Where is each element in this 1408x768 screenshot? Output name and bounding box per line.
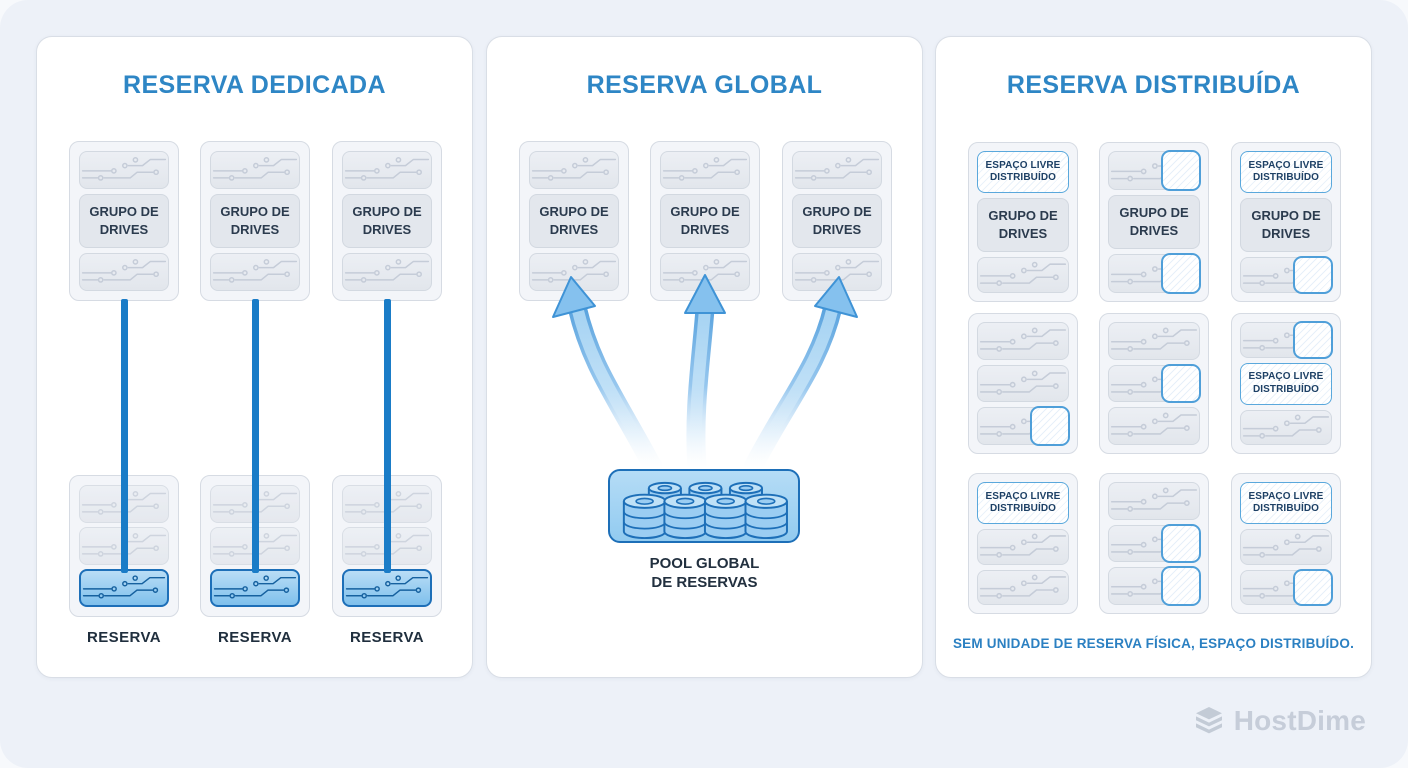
pool-icon <box>608 469 800 543</box>
reserve-drive-icon <box>342 569 432 607</box>
drive-icon <box>1108 482 1200 520</box>
distributed-group-card <box>1099 313 1209 454</box>
free-space-chunk <box>1293 256 1333 294</box>
drive-with-free-space-icon <box>1240 568 1333 606</box>
hostdime-logo: HostDime <box>1193 705 1366 737</box>
drive-with-free-space-icon <box>1108 150 1201 191</box>
free-space-chunk <box>1161 150 1201 191</box>
reserve-drive-icon <box>210 569 300 607</box>
drive-with-free-space-icon <box>1240 256 1333 294</box>
drive-icon <box>79 151 169 189</box>
free-space-chunk <box>1161 523 1201 564</box>
free-space-chunk <box>1161 566 1201 607</box>
distributed-footnote: SEM UNIDADE DE RESERVA FÍSICA, ESPAÇO DI… <box>952 636 1355 651</box>
reserve-caption: RESERVA <box>350 629 424 646</box>
free-space-chunk <box>1293 321 1333 359</box>
drive-with-free-space-icon <box>1108 523 1201 564</box>
drive-icon <box>529 151 619 189</box>
drive-icon <box>342 151 432 189</box>
free-space-chunk <box>1030 406 1070 447</box>
drive-icon <box>977 322 1069 360</box>
free-space-chunk <box>1161 253 1201 294</box>
drive-icon <box>977 529 1069 565</box>
drive-with-free-space-icon <box>1108 566 1201 607</box>
arrow-up-icons <box>552 274 858 471</box>
drive-icon <box>210 253 300 291</box>
dedicated-link-line <box>121 299 128 573</box>
drive-icon <box>792 151 882 189</box>
arrow-left <box>552 276 663 471</box>
panel-title-distribuida: RESERVA DISTRIBUÍDA <box>1006 71 1301 99</box>
distributed-group-card <box>968 313 1078 454</box>
drive-icon <box>1240 409 1332 445</box>
panel-title-global: RESERVA GLOBAL <box>586 71 823 99</box>
arrow-middle <box>684 274 726 471</box>
drive-icon <box>342 253 432 291</box>
panel-title-dedicada: RESERVA DEDICADA <box>123 71 386 99</box>
drive-with-free-space-icon <box>1108 363 1201 404</box>
disk-stack-icons <box>622 481 788 539</box>
free-space-chunk <box>1293 568 1333 606</box>
drive-icon <box>977 257 1069 293</box>
hostdime-logo-icon <box>1195 707 1222 734</box>
drive-icon <box>977 569 1069 605</box>
reserve-drive-icon <box>79 569 169 607</box>
arrow-right <box>743 276 858 471</box>
drive-with-free-space-icon <box>1108 253 1201 294</box>
dedicated-link-line <box>252 299 259 573</box>
drive-icon <box>977 364 1069 403</box>
reserve-caption: RESERVA <box>87 629 161 646</box>
drive-icon <box>1108 407 1200 446</box>
dedicated-link-line <box>384 299 391 573</box>
hostdime-logo-text: HostDime <box>1233 705 1366 736</box>
distributed-group-card <box>1099 473 1209 614</box>
drive-icon <box>660 151 750 189</box>
drive-icon <box>1240 529 1332 565</box>
reserve-caption: RESERVA <box>218 629 292 646</box>
drive-icon <box>1108 322 1200 360</box>
drive-with-free-space-icon <box>1240 321 1333 359</box>
drive-with-free-space-icon <box>977 406 1070 447</box>
free-space-chunk <box>1161 363 1201 404</box>
drive-icon <box>210 151 300 189</box>
drive-icon <box>79 253 169 291</box>
